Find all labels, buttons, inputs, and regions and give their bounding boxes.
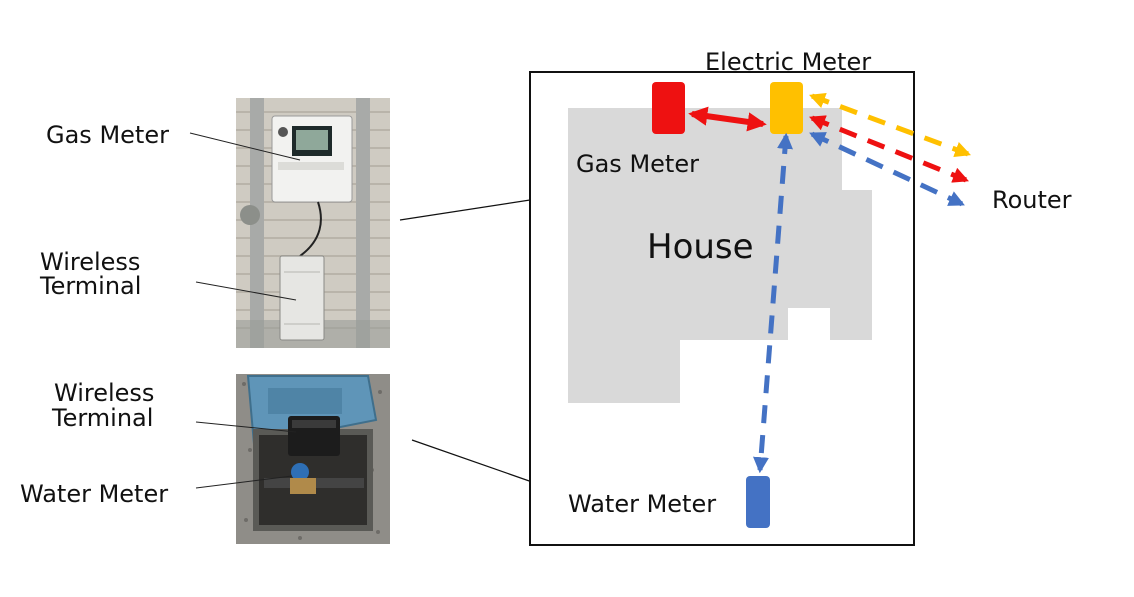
water-meter-block bbox=[746, 476, 770, 528]
electric-meter-block bbox=[770, 82, 803, 134]
router-label: Router bbox=[992, 186, 1072, 214]
photo-to-diagram-arrow-top bbox=[399, 194, 544, 221]
water-meter-label: Water Meter bbox=[568, 490, 716, 518]
gas-meter-label: Gas Meter bbox=[576, 150, 699, 178]
label-leader-lines bbox=[189, 132, 301, 489]
electric-water-link bbox=[753, 132, 793, 474]
house-label: House bbox=[647, 227, 754, 267]
photo-label-wireless-terminal-bottom-line2: Terminal bbox=[51, 404, 153, 432]
router-link-blue bbox=[809, 131, 965, 207]
gas-meter-photo bbox=[236, 98, 390, 348]
photo-label-wireless-terminal-top-line1: Wireless bbox=[40, 248, 140, 276]
water-meter-photo bbox=[236, 374, 390, 544]
gas-meter-block bbox=[652, 82, 685, 134]
house-shape bbox=[568, 108, 872, 403]
electric-meter-label: Electric Meter bbox=[705, 48, 871, 76]
photo-label-water-meter: Water Meter bbox=[20, 480, 168, 508]
photo-label-wireless-terminal-top-line2: Terminal bbox=[39, 272, 141, 300]
gas-electric-link bbox=[688, 106, 767, 132]
photo-label-gas-meter: Gas Meter bbox=[46, 121, 169, 149]
photo-label-wireless-terminal-bottom-line1: Wireless bbox=[54, 379, 154, 407]
